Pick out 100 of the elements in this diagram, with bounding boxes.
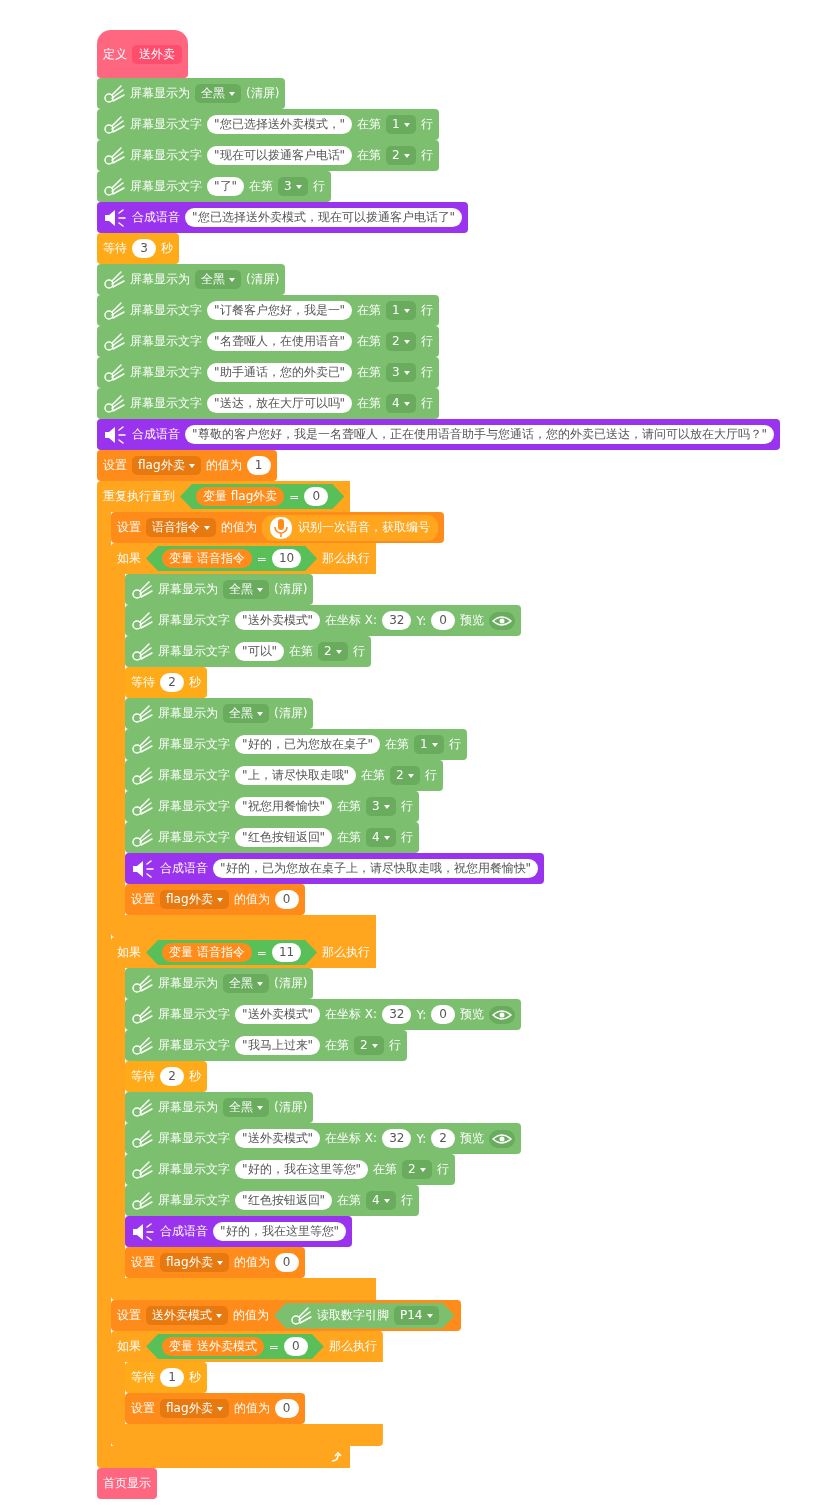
text-input: "红色按钮返回" (235, 1191, 333, 1210)
block-label: 屏幕显示文字 (130, 147, 202, 164)
display-text-block (97, 171, 331, 202)
block-label: 屏幕显示为 (130, 85, 190, 102)
block-label: 设置 (131, 1254, 155, 1271)
number-input: 1 (246, 456, 271, 475)
dropdown-menu: flag外卖 (132, 456, 201, 475)
block-label: 识别一次语音，获取编号 (298, 519, 430, 536)
clear-screen-block (97, 78, 286, 109)
number-input: 3 (132, 239, 156, 258)
block-label: 行 (400, 829, 413, 846)
block-label: 屏幕显示为 (158, 975, 218, 992)
set-variable-block (125, 1393, 305, 1424)
text-input: "送外卖模式" (235, 1129, 321, 1148)
variable-reporter: 变量 送外卖模式 (162, 1337, 264, 1356)
block-label: 合成语音 (160, 1223, 208, 1240)
dropdown-menu: 2 (390, 766, 420, 785)
block-label: 设置 (117, 519, 141, 536)
block-label: 屏幕显示文字 (130, 178, 202, 195)
dropdown-menu: 送外卖模式 (146, 1306, 228, 1325)
block-label: 在第 (357, 302, 382, 319)
equals-sign: = (289, 489, 300, 504)
dropdown-menu: flag外卖 (160, 1399, 229, 1418)
block-label: 在第 (249, 178, 274, 195)
text-input: "可以" (235, 642, 285, 661)
block-label: 屏幕显示文字 (158, 1161, 230, 1178)
procedure-call-block (97, 1468, 157, 1499)
block-label: 行 (420, 116, 433, 133)
display-text-block (125, 1185, 419, 1216)
block-label: 预览 (460, 1006, 485, 1023)
block-label: 等待 (103, 240, 127, 257)
number-input: 0 (283, 1337, 308, 1356)
block-label: 如果 (117, 550, 141, 567)
block-label: 行 (400, 1192, 413, 1209)
block-label: (清屏) (274, 975, 308, 992)
dropdown-menu: 全黑 (223, 974, 269, 993)
text-input: "订餐客户您好，我是一" (207, 301, 353, 320)
number-input: 2 (160, 1067, 184, 1086)
number-input: 2 (431, 1129, 456, 1148)
text-input: "送外卖模式" (235, 1005, 321, 1024)
block-label: 等待 (131, 1369, 155, 1386)
block-label: 在第 (325, 1037, 350, 1054)
block-label: Y: (416, 613, 427, 628)
block-label: 行 (420, 364, 433, 381)
block-label: 在第 (357, 395, 382, 412)
block-label: 合成语音 (160, 860, 208, 877)
number-input: 10 (271, 549, 302, 568)
text-input: "尊敬的客户您好，我是一名聋哑人，正在使用语音助手与您通话，您的外卖已送达，请问可以放在大厅吗？" (185, 425, 775, 444)
block-label: 屏幕显示文字 (158, 1192, 230, 1209)
dropdown-menu: 全黑 (195, 84, 241, 103)
block-label: 合成语音 (132, 426, 180, 443)
block-label: 在第 (357, 364, 382, 381)
block-label: 行 (420, 333, 433, 350)
clear-screen-block (125, 1092, 314, 1123)
block-label: 如果 (117, 1338, 141, 1355)
block-label: 在第 (373, 1161, 398, 1178)
block-label: 行 (436, 1161, 449, 1178)
block-label: 屏幕显示文字 (158, 736, 230, 753)
block-label: 的值为 (233, 1254, 270, 1271)
dropdown-menu: 1 (386, 301, 416, 320)
variable-reporter: 变量 语音指令 (162, 549, 252, 568)
block-label: (清屏) (274, 705, 308, 722)
block-label: 行 (352, 643, 365, 660)
equals-sign: = (256, 945, 267, 960)
dropdown-menu: 4 (386, 394, 416, 413)
block-label: (清屏) (246, 271, 280, 288)
variable-reporter: 变量 flag外卖 (196, 487, 285, 506)
block-label: 那么执行 (322, 550, 371, 567)
block-label: 行 (420, 147, 433, 164)
display-text-block (97, 388, 439, 419)
display-text-block (125, 636, 371, 667)
block-label: (清屏) (274, 581, 308, 598)
dropdown-menu: 3 (366, 797, 396, 816)
block-label: 屏幕显示文字 (130, 395, 202, 412)
block-label: 屏幕显示文字 (130, 333, 202, 350)
block-label: 行 (424, 767, 437, 784)
block-label: (清屏) (246, 85, 280, 102)
text-input: "好的，已为您放在桌子上，请尽快取走哦，祝您用餐愉快" (213, 859, 539, 878)
block-label: 等待 (131, 1068, 155, 1085)
block-label: 屏幕显示为 (158, 705, 218, 722)
block-label: 行 (420, 395, 433, 412)
block-label: 那么执行 (322, 944, 371, 961)
number-input: 0 (304, 487, 329, 506)
block-label: 屏幕显示文字 (158, 798, 230, 815)
number-input: 0 (431, 611, 456, 630)
block-label: (清屏) (274, 1099, 308, 1116)
block-label: 秒 (189, 674, 201, 691)
speech-synthesis-block (97, 419, 781, 450)
block-label: 屏幕显示文字 (158, 1006, 230, 1023)
dropdown-menu: 3 (386, 363, 416, 382)
block-label: 首页显示 (103, 1475, 151, 1492)
dropdown-menu: 4 (366, 828, 396, 847)
dropdown-menu: 1 (414, 735, 444, 754)
display-text-block (125, 999, 522, 1030)
block-label: 秒 (189, 1068, 201, 1085)
text-input: "名聋哑人，在使用语音" (207, 332, 353, 351)
block-label: 在第 (357, 333, 382, 350)
block-label: 行 (388, 1037, 401, 1054)
block-label: 读取数字引脚 (317, 1307, 389, 1324)
block-label: 在坐标 X: (325, 1130, 378, 1147)
